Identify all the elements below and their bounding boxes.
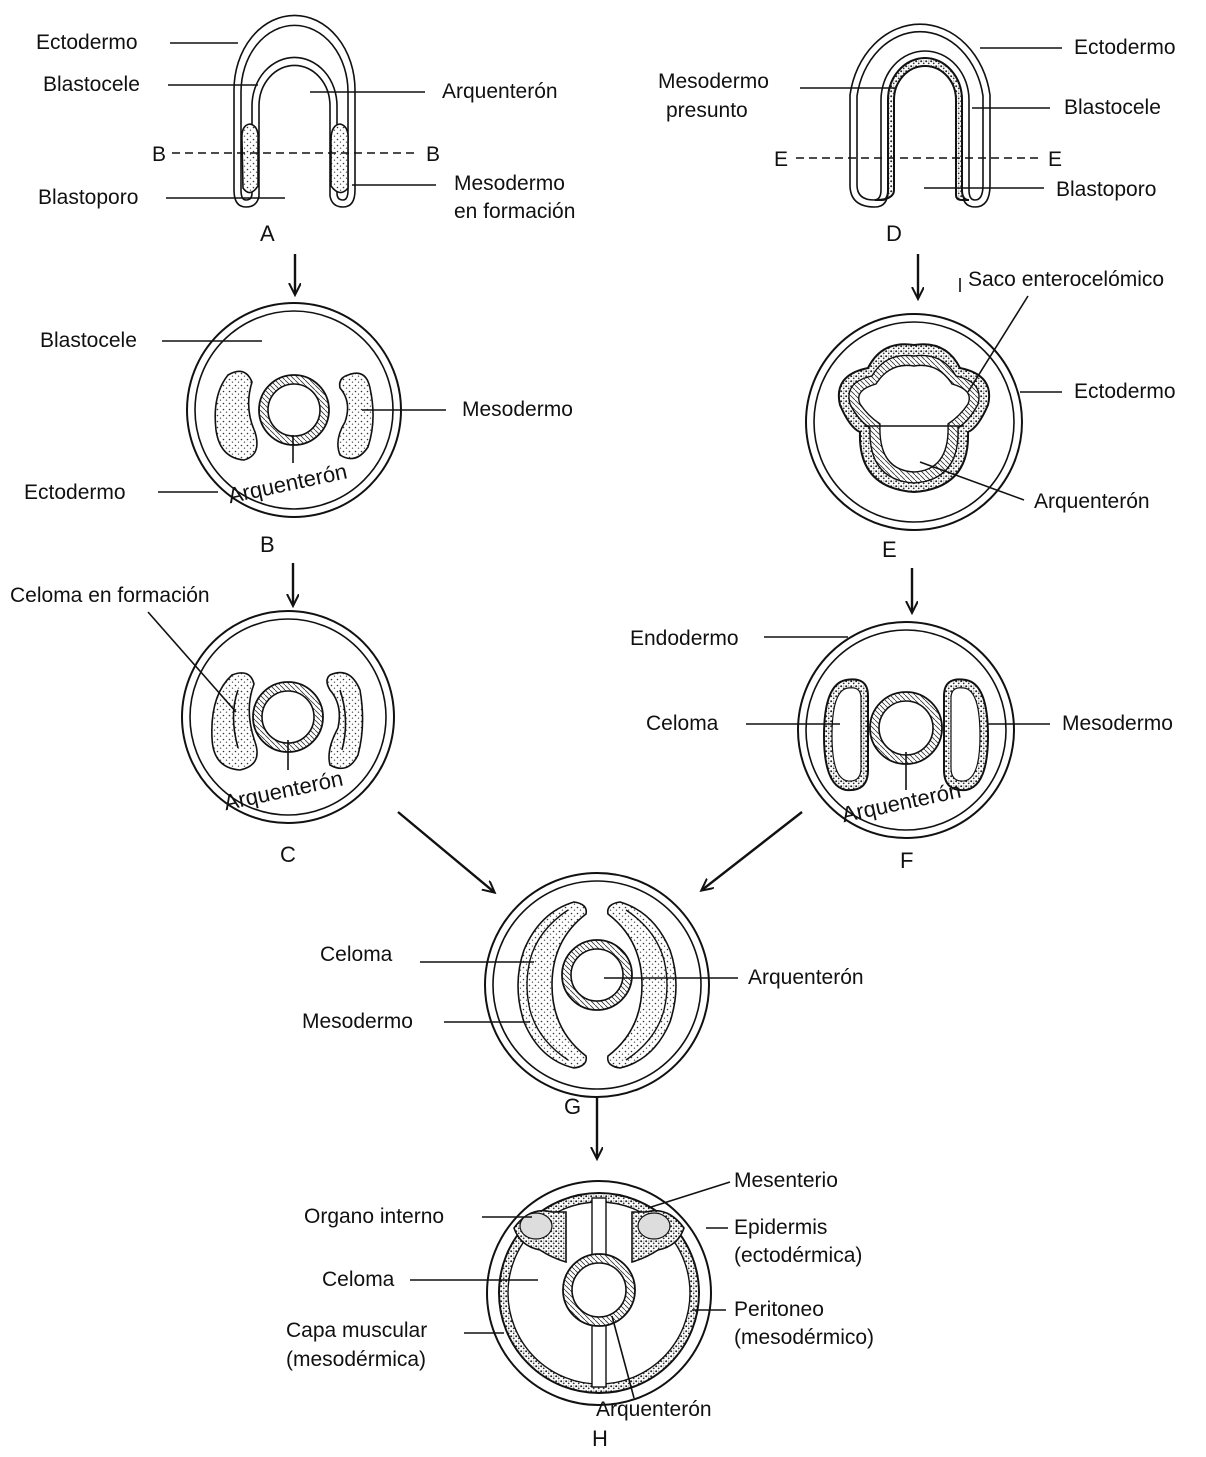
label-mesenterio: Mesenterio — [734, 1169, 838, 1192]
stage-label-b: B — [260, 532, 275, 557]
diagram-b: Blastocele Mesodermo Ectodermo Arquenter… — [24, 302, 573, 557]
diagram-c: Celoma en formación Arquenterón C — [10, 584, 395, 867]
forming-mesoderm-left — [241, 123, 259, 194]
label-celoma-formacion: Celoma en formación — [10, 584, 210, 607]
label-peritoneo-2: (mesodérmico) — [734, 1326, 874, 1349]
coelom-right — [950, 687, 981, 782]
label-ectodermo: Ectodermo — [36, 31, 138, 54]
stage-label-f: F — [900, 848, 913, 873]
gastrula-outline — [233, 14, 356, 208]
label-ectodermo: Ectodermo — [1074, 380, 1176, 403]
label-section-e-left: E — [774, 148, 788, 171]
label-mesodermo-presunto-1: Mesodermo — [658, 70, 769, 93]
mesoderm-left — [214, 370, 258, 461]
label-celoma: Celoma — [646, 712, 719, 735]
diagram-d: Mesodermo presunto Ectodermo Blastocele … — [658, 23, 1176, 246]
coelom-left — [831, 687, 862, 782]
stage-label-h: H — [592, 1426, 608, 1451]
label-mesodermo: Mesodermo — [302, 1010, 413, 1033]
arrow-c-to-g — [397, 811, 494, 892]
label-arquenteron: Arquenterón — [442, 80, 558, 103]
label-mesodermo: Mesodermo — [1062, 712, 1173, 735]
label-blastoporo: Blastoporo — [38, 186, 138, 209]
mesoderm-right — [337, 372, 374, 460]
label-blastocele: Blastocele — [1064, 96, 1161, 119]
mesentery-ventral — [591, 1319, 607, 1388]
label-blastocele: Blastocele — [43, 73, 140, 96]
ectoderm-inner-line — [240, 24, 349, 201]
label-celoma: Celoma — [322, 1268, 395, 1291]
stage-label-d: D — [886, 221, 902, 246]
label-section-b-right: B — [426, 143, 440, 166]
label-endodermo: Endodermo — [630, 627, 739, 650]
label-saco-enterocelomico: Saco enterocelómico — [968, 268, 1164, 291]
label-celoma: Celoma — [320, 943, 393, 966]
label-epidermis-1: Epidermis — [734, 1216, 827, 1239]
label-capa-muscular-1: Capa muscular — [286, 1319, 427, 1342]
stage-label-c: C — [280, 842, 296, 867]
label-organo-interno: Organo interno — [304, 1205, 444, 1228]
label-ectodermo: Ectodermo — [1074, 36, 1176, 59]
label-peritoneo-1: Peritoneo — [734, 1298, 824, 1321]
label-epidermis-2: (ectodérmica) — [734, 1244, 862, 1267]
label-mesodermo-formacion-2: en formación — [454, 200, 575, 223]
label-blastocele: Blastocele — [40, 329, 137, 352]
diagram-a: Ectodermo Blastocele Arquenterón B B Mes… — [36, 14, 575, 246]
coelom-left — [526, 909, 569, 1061]
stage-label-g: G — [564, 1094, 581, 1119]
archenteron-cavity — [858, 364, 970, 473]
label-mesodermo-formacion-1: Mesodermo — [454, 172, 565, 195]
coelom-right — [625, 909, 668, 1061]
label-mesodermo-presunto-2: presunto — [666, 99, 748, 122]
label-mesodermo: Mesodermo — [462, 398, 573, 421]
forming-mesoderm-right — [330, 123, 349, 194]
label-arquenteron: Arquenterón — [596, 1398, 712, 1421]
label-capa-muscular-2: (mesodérmica) — [286, 1348, 426, 1371]
stage-label-e: E — [882, 537, 897, 562]
mesoderm-right — [606, 901, 677, 1069]
label-arquenteron: Arquenterón — [748, 966, 864, 989]
label-ectodermo: Ectodermo — [24, 481, 126, 504]
label-section-e-right: E — [1048, 148, 1062, 171]
stage-label-a: A — [260, 221, 275, 246]
label-arquenteron: Arquenterón — [1034, 490, 1150, 513]
label-section-b-left: B — [152, 143, 166, 166]
diagram-e: Saco enterocelómico Ectodermo Arquenteró… — [805, 268, 1176, 562]
mesoderm-left — [517, 901, 588, 1069]
diagram-h: Mesenterio Organo interno Epidermis (ect… — [286, 1169, 874, 1451]
diagram-g: Celoma Mesodermo Arquenterón G — [302, 872, 864, 1119]
diagram-f: Endodermo Celoma Mesodermo Arquenterón F — [630, 621, 1173, 873]
arrow-f-to-g — [702, 811, 803, 890]
presumptive-mesoderm — [874, 57, 970, 201]
label-blastoporo: Blastoporo — [1056, 178, 1156, 201]
